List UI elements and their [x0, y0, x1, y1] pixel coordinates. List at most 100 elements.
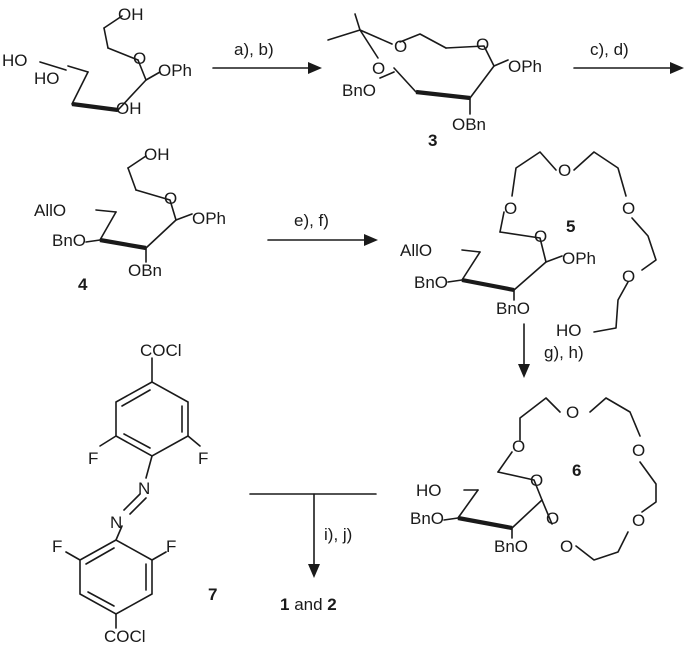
c6-bond	[103, 27, 109, 49]
polyether-chain-2	[573, 151, 627, 197]
ether-o-1: O	[504, 199, 517, 218]
allo-bond	[461, 249, 481, 253]
oh-top-label: OH	[144, 145, 170, 164]
compound-4: OH O AllO BnO OPh OBn 4	[34, 145, 226, 294]
ring-bonds	[461, 231, 547, 291]
acetal-o2-label: O	[372, 59, 385, 78]
arrow-label: i), j)	[324, 525, 352, 544]
ring-o-label: O	[476, 35, 489, 54]
arrow-step-cd: c), d)	[573, 40, 684, 74]
arrow-head	[670, 62, 684, 74]
product-and: and	[289, 595, 327, 614]
f-upper-left-label: F	[88, 449, 98, 468]
arrow-step-ij: i), j)	[249, 493, 377, 578]
ring-bonds	[71, 47, 147, 111]
compound-number: 5	[566, 217, 575, 236]
compound-number: 3	[428, 131, 437, 150]
c6-bond	[497, 451, 513, 473]
compound-6: O O O O O O O HO BnO BnO 6	[410, 397, 657, 561]
anomeric-oph-label: OPh	[562, 249, 596, 268]
bold-front-bond	[457, 515, 513, 531]
anomeric-bond	[145, 71, 161, 81]
anomeric-o-label: O	[546, 509, 559, 528]
bold-front-bond	[71, 101, 119, 113]
product-1: 1	[280, 595, 289, 614]
bno-left-label: BnO	[342, 81, 376, 100]
anomeric-oph-label: OPh	[158, 61, 192, 80]
arrow-label: g), h)	[544, 343, 584, 362]
upper-ring-double-1	[121, 389, 151, 407]
bno-bond	[443, 517, 459, 521]
dioxane-ring	[399, 33, 447, 49]
azo-bond-2	[115, 525, 123, 541]
c6-oh-bond	[103, 15, 123, 29]
acetal-methyl-2	[354, 13, 361, 31]
arrow-step-ab: a), b)	[212, 40, 322, 74]
polyether-chain	[511, 151, 557, 197]
anomeric-oph-label: OPh	[192, 209, 226, 228]
obn-label: OBn	[128, 261, 162, 280]
ho-left-label: HO	[2, 51, 28, 70]
ring-bonds	[393, 45, 495, 99]
polyether-chain-4	[593, 281, 629, 333]
bold-front-bond	[99, 237, 147, 251]
ether-o-2: O	[566, 403, 579, 422]
upper-ring-double-3	[123, 433, 151, 449]
bold-front-bond	[461, 277, 515, 293]
anomeric-o-bond	[541, 499, 553, 525]
f-upper-right-label: F	[198, 449, 208, 468]
ether-o-4: O	[632, 511, 645, 530]
ether-o-1: O	[512, 437, 525, 456]
ring-bonds	[457, 471, 543, 529]
ho-label: HO	[416, 481, 442, 500]
bno-label: BnO	[52, 231, 86, 250]
azo-n2-label: N	[110, 513, 122, 532]
arrow-step-gh: g), h)	[518, 323, 584, 378]
acyl-top-label: COCl	[140, 341, 182, 360]
ether-o-3: O	[622, 199, 635, 218]
azo-double-b	[129, 497, 147, 515]
arrow-label: c), d)	[590, 40, 629, 59]
compound-number: 6	[572, 461, 581, 480]
polyether-chain-3	[639, 461, 657, 513]
upper-f-right-bond	[187, 435, 201, 447]
azo-bond-1	[145, 455, 153, 479]
ring-o-label: O	[534, 227, 547, 246]
ether-o-3: O	[632, 441, 645, 460]
upper-ring	[115, 381, 189, 457]
allo-bond	[95, 209, 117, 213]
ring-o-label: O	[164, 189, 177, 208]
ho-left-bond	[39, 61, 67, 71]
polyether-chain	[519, 397, 561, 441]
arrow-head	[518, 364, 530, 378]
obn-bottom-label: OBn	[452, 115, 486, 134]
anomeric-bond	[493, 59, 509, 67]
arrow-step-ef: e), f)	[267, 211, 378, 246]
anomeric-bond	[175, 213, 193, 221]
anomeric-oph-label: OPh	[508, 57, 542, 76]
acetal-o2-bond	[359, 29, 379, 59]
acetal-o1-bond	[359, 29, 393, 45]
ho-ring-label: HO	[34, 69, 60, 88]
ring-o-label: O	[530, 471, 543, 490]
compound-number: 4	[78, 275, 88, 294]
product-2: 2	[327, 595, 336, 614]
bno-label: BnO	[410, 509, 444, 528]
c6-bond	[499, 211, 505, 233]
bno-bond	[85, 239, 101, 243]
acetal-o1-label: O	[394, 37, 407, 56]
arrow-head	[308, 62, 322, 74]
arrow-label: e), f)	[294, 211, 329, 230]
oh-bottom-label: OH	[116, 99, 142, 118]
compound-5: O O O O HO O AllO BnO BnO OPh 5	[400, 151, 657, 340]
acyl-bottom-label: COCl	[104, 627, 146, 646]
compound-7: COCl F F N N F F COCl 7	[52, 341, 217, 646]
terminal-ho-label: HO	[556, 321, 582, 340]
bno-bond	[379, 71, 395, 79]
arrow-head	[364, 234, 378, 246]
arrow-label: a), b)	[234, 40, 274, 59]
ring-o-label: O	[133, 49, 146, 68]
lower-f-left-bond	[65, 551, 81, 561]
arrow-head	[308, 564, 320, 578]
allo-label: AllO	[400, 241, 432, 260]
